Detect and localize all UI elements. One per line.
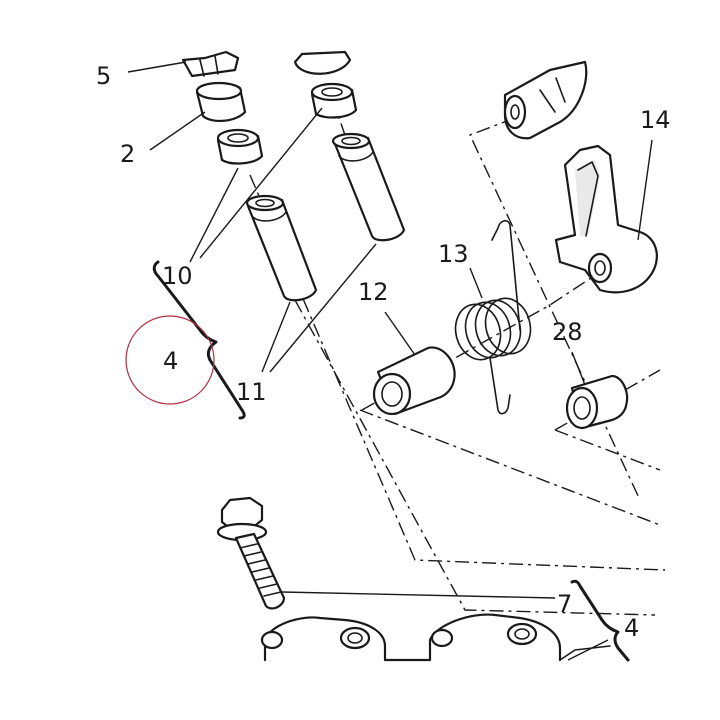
callout-28: 28 bbox=[552, 318, 583, 346]
valve-retainer bbox=[181, 50, 240, 78]
callout-12: 12 bbox=[358, 278, 389, 306]
callout-10: 10 bbox=[162, 262, 193, 290]
bushing-28 bbox=[565, 374, 629, 430]
valve-guide-right bbox=[331, 132, 406, 242]
assembly-axes bbox=[249, 97, 666, 616]
cylinder-head-caps bbox=[260, 613, 611, 662]
callout-labels: 5 2 10 4 11 12 13 14 28 7 4 bbox=[96, 62, 671, 642]
bracket-bottom bbox=[570, 579, 630, 662]
callout-5: 5 bbox=[96, 62, 111, 90]
leader-lines bbox=[127, 61, 653, 661]
bushing-12 bbox=[372, 346, 456, 416]
callout-4-bottom: 4 bbox=[624, 614, 639, 642]
valve-guide-left bbox=[245, 194, 318, 302]
rocker-arm bbox=[554, 144, 658, 294]
torsion-spring bbox=[454, 219, 532, 415]
valve-cap bbox=[195, 81, 247, 122]
callout-7: 7 bbox=[557, 590, 572, 618]
callout-13: 13 bbox=[438, 240, 469, 268]
highlight-circle bbox=[125, 315, 215, 405]
upper-right-retainer bbox=[293, 50, 352, 75]
callout-14: 14 bbox=[640, 106, 671, 134]
stem-seal-left bbox=[216, 128, 264, 165]
callout-4-left: 4 bbox=[163, 347, 178, 375]
callout-11: 11 bbox=[236, 378, 267, 406]
callout-2: 2 bbox=[120, 140, 135, 168]
bracket-left bbox=[152, 260, 246, 420]
flange-bolt bbox=[216, 496, 286, 610]
rocker-arm-upper bbox=[503, 60, 588, 140]
